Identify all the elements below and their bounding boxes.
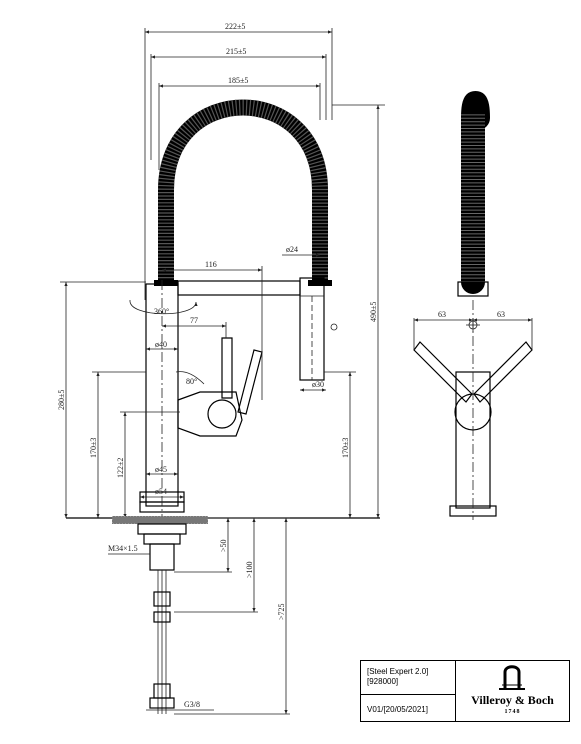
title-block: [Steel Expert 2.0] [928000] V01/[20/05/2…	[360, 660, 570, 722]
dim-gt725: >725	[174, 517, 290, 715]
dim-d24-label: ø24	[286, 245, 298, 254]
dim-116: 116	[162, 260, 263, 400]
dim-215-label: 215±5	[226, 47, 246, 56]
dim-gt50: >50	[174, 517, 232, 573]
dim-m34: M34×1.5	[108, 544, 150, 555]
product-name: [Steel Expert 2.0]	[367, 667, 429, 676]
under-counter-fixings	[137, 523, 187, 714]
title-block-product-cell: [Steel Expert 2.0] [928000]	[361, 661, 455, 695]
side-view: 63 63	[413, 91, 533, 520]
faucet-body	[139, 277, 338, 520]
dim-d30: ø30	[300, 380, 326, 392]
brand-emblem-icon	[499, 665, 525, 690]
spring-hose	[154, 99, 332, 286]
dim-122-label: 122±2	[116, 458, 125, 478]
dim-280-label: 280±5	[57, 390, 66, 410]
height-dimension-280: 280±5	[57, 281, 146, 518]
dim-d30-label: ø30	[312, 380, 324, 389]
height-dimension-122: 122±2	[116, 411, 180, 518]
brand-logo: Villeroy & Boch 1748	[456, 661, 569, 721]
dim-d54-label: ø54	[155, 487, 167, 496]
rotation-indicator: 360°	[129, 299, 198, 316]
dim-d40: ø40	[146, 340, 178, 351]
dim-77-label: 77	[190, 316, 198, 325]
countertop	[66, 515, 380, 525]
dim-d54: ø54	[140, 487, 184, 499]
height-dimension-170-right: 170±3	[324, 371, 356, 518]
dim-gt50-label: >50	[219, 539, 228, 552]
brand-year: 1748	[504, 709, 521, 715]
width-dimension-215: 215±5	[150, 47, 327, 160]
dim-185-label: 185±5	[228, 76, 248, 85]
version-date: V01/[20/05/2021]	[367, 705, 428, 714]
dim-d45: ø45	[146, 465, 178, 476]
dim-angle-80: 80°	[175, 371, 205, 386]
dim-222-label: 222±5	[225, 22, 245, 31]
dim-490-label: 490±5	[369, 302, 378, 322]
dim-gt725-label: >725	[277, 603, 286, 620]
dim-80-label: 80°	[186, 377, 197, 386]
title-block-info: [Steel Expert 2.0] [928000] V01/[20/05/2…	[361, 661, 456, 721]
dim-360-label: 360°	[154, 307, 169, 316]
dim-gt100-label: >100	[245, 561, 254, 578]
height-dimension-170-left: 170±3	[89, 371, 146, 518]
dim-g38-label: G3/8	[184, 700, 200, 709]
dim-gt100: >100	[174, 517, 258, 613]
dim-170-right-label: 170±3	[341, 438, 350, 458]
product-code: [928000]	[367, 677, 399, 686]
dim-d24: ø24	[282, 245, 320, 257]
width-dimension-185: 185±5	[158, 76, 321, 170]
brand-name: Villeroy & Boch	[471, 693, 554, 707]
height-dimension-490: 490±5	[332, 104, 385, 518]
side-63-right-label: 63	[497, 310, 505, 319]
dim-d40-label: ø40	[155, 340, 167, 349]
dim-170-left-label: 170±3	[89, 438, 98, 458]
dim-m34-label: M34×1.5	[108, 544, 138, 553]
dim-d45-label: ø45	[155, 465, 167, 474]
dim-77: 77	[162, 316, 227, 338]
dim-116-label: 116	[205, 260, 217, 269]
width-dimension-222: 222±5	[144, 22, 333, 300]
dim-g38: G3/8	[146, 700, 214, 711]
side-63-left-label: 63	[438, 310, 446, 319]
